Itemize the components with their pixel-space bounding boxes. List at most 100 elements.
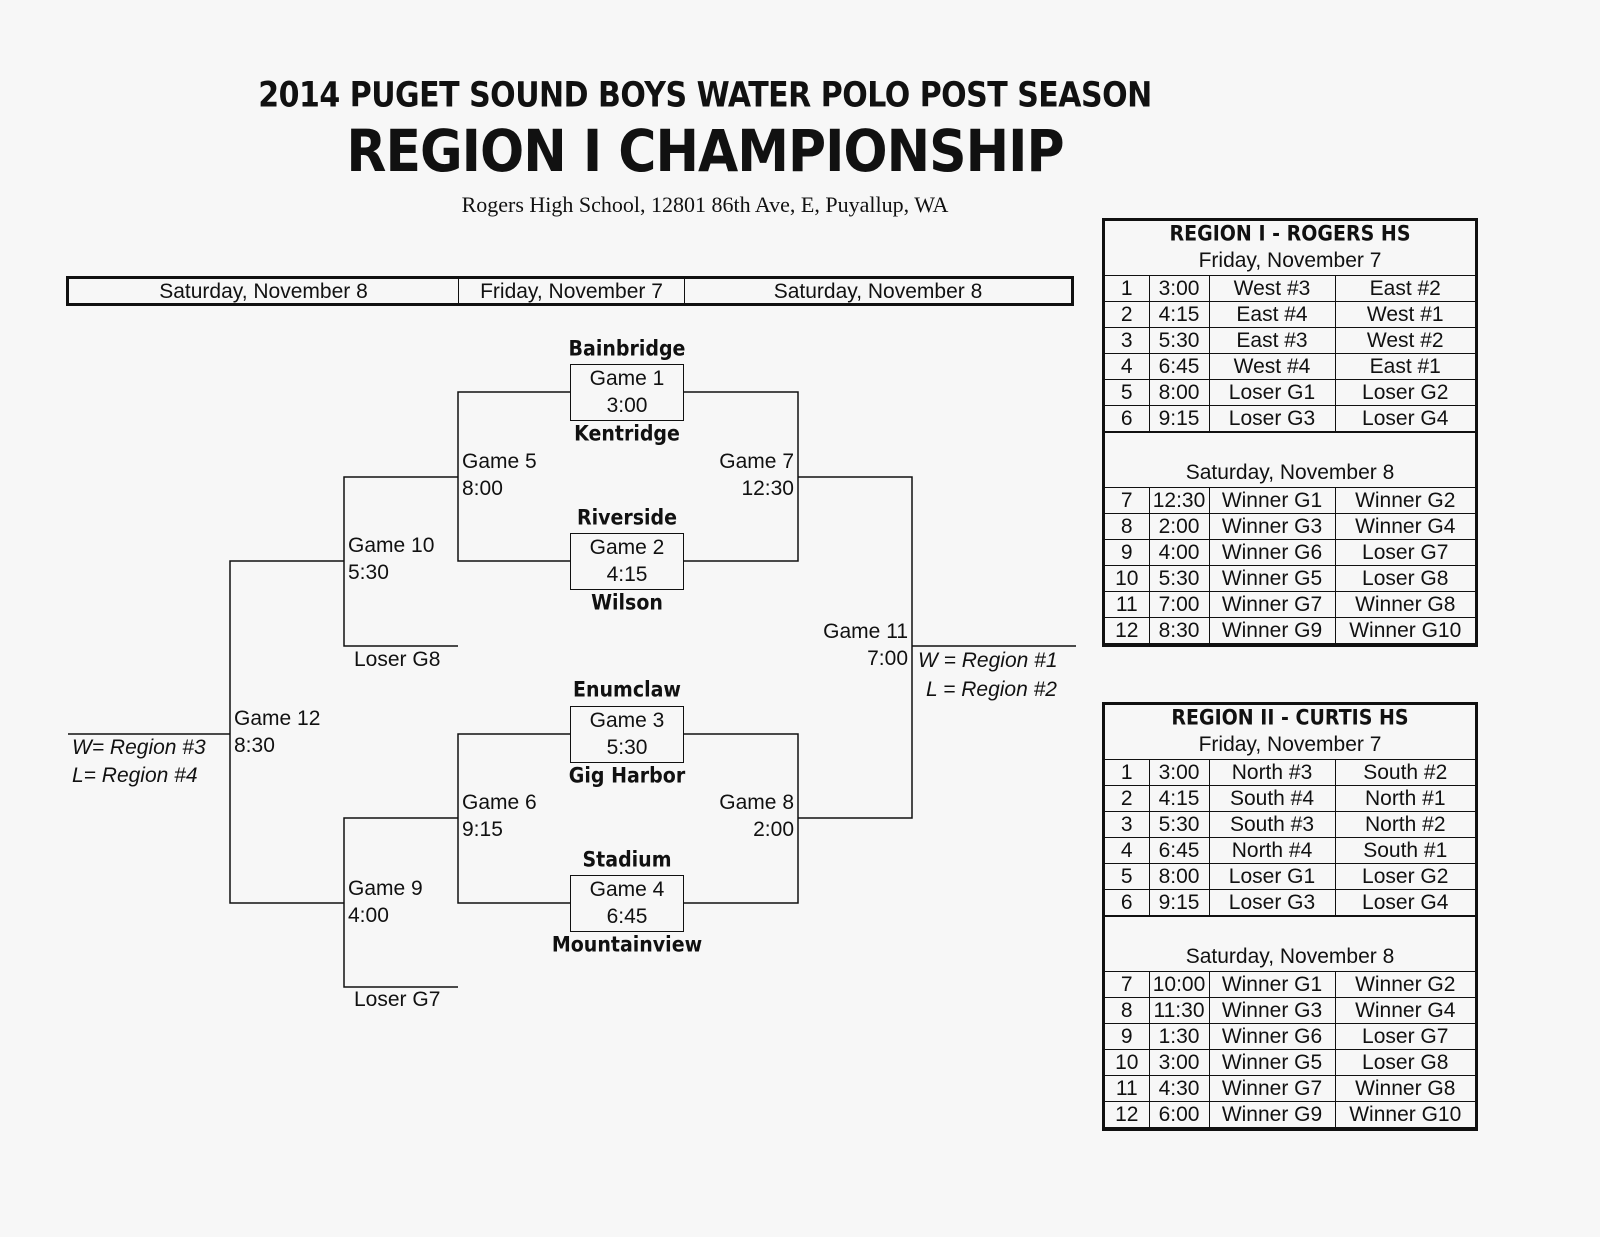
- game-time-cell: 6:00: [1148, 1101, 1210, 1128]
- home-team-cell: South #4: [1208, 785, 1336, 812]
- home-team-cell: Winner G3: [1208, 513, 1336, 540]
- region-2-schedule: REGION II - CURTIS HS Friday, November 7…: [1102, 702, 1478, 1131]
- home-team-cell: Loser G1: [1208, 863, 1336, 890]
- event-title: 2014 PUGET SOUND BOYS WATER POLO POST SE…: [258, 75, 1152, 116]
- game-12-info: Game 12 8:30: [234, 705, 320, 759]
- game-number-cell: 7: [1105, 971, 1150, 998]
- game-8-info: Game 8 2:00: [694, 789, 794, 843]
- away-team-cell: Loser G2: [1334, 863, 1475, 890]
- loser-g7-label: Loser G7: [354, 988, 441, 1011]
- home-team-cell: Winner G7: [1208, 1075, 1336, 1102]
- date-header-bar: Saturday, November 8 Friday, November 7 …: [66, 276, 1074, 306]
- away-team-cell: Loser G8: [1334, 565, 1475, 592]
- game-number-cell: 12: [1105, 1101, 1150, 1128]
- g11-winner-note: W = Region #1: [918, 649, 1058, 672]
- game-3-box: Game 3 5:30: [570, 706, 684, 763]
- game-6-time: 9:15: [462, 818, 503, 841]
- away-team-cell: East #2: [1334, 275, 1475, 302]
- game-number-cell: 2: [1105, 301, 1150, 328]
- home-team-cell: Winner G3: [1208, 997, 1336, 1024]
- game-6-info: Game 6 9:15: [462, 789, 537, 843]
- home-team-cell: North #3: [1208, 759, 1336, 786]
- home-team-cell: Winner G9: [1208, 1101, 1336, 1128]
- team-wilson: Wilson: [591, 590, 663, 616]
- away-team-cell: Winner G8: [1334, 1075, 1475, 1102]
- game-7-time: 12:30: [741, 477, 794, 500]
- game-time-cell: 8:30: [1148, 617, 1210, 644]
- home-team-cell: Winner G6: [1208, 539, 1336, 566]
- championship-title: REGION I CHAMPIONSHIP: [346, 118, 1064, 186]
- game-time-cell: 1:30: [1148, 1023, 1210, 1050]
- game-number-cell: 4: [1105, 353, 1150, 380]
- game-4-box: Game 4 6:45: [570, 875, 684, 932]
- home-team-cell: Winner G1: [1208, 487, 1336, 514]
- game-time-cell: 3:00: [1148, 275, 1210, 302]
- game-number-cell: 8: [1105, 997, 1150, 1024]
- game-1-label: Game 1: [589, 367, 665, 390]
- home-team-cell: West #3: [1208, 275, 1336, 302]
- home-team-cell: Winner G1: [1208, 971, 1336, 998]
- game-number-cell: 11: [1105, 591, 1150, 618]
- game-2-time: 4:15: [606, 563, 648, 586]
- game-10-info: Game 10 5:30: [348, 532, 434, 586]
- date-col-3: Saturday, November 8: [773, 280, 983, 303]
- game-5-info: Game 5 8:00: [462, 448, 537, 502]
- game-time-cell: 5:30: [1148, 565, 1210, 592]
- away-team-cell: North #1: [1334, 785, 1475, 812]
- game-number-cell: 6: [1105, 405, 1150, 432]
- away-team-cell: Winner G2: [1334, 971, 1475, 998]
- game-5-label: Game 5: [462, 450, 537, 473]
- game-time-cell: 6:45: [1148, 837, 1210, 864]
- game-1-box: Game 1 3:00: [570, 364, 684, 421]
- game-number-cell: 11: [1105, 1075, 1150, 1102]
- game-number-cell: 10: [1105, 565, 1150, 592]
- date-col-2: Friday, November 7: [459, 279, 685, 303]
- away-team-cell: North #2: [1334, 811, 1475, 838]
- away-team-cell: Loser G7: [1334, 1023, 1475, 1050]
- team-mountainview: Mountainview: [551, 932, 703, 958]
- game-time-cell: 9:15: [1148, 889, 1210, 916]
- game-time-cell: 6:45: [1148, 353, 1210, 380]
- away-team-cell: West #2: [1334, 327, 1475, 354]
- region-1-day1: Friday, November 7: [1198, 249, 1382, 272]
- game-2-label: Game 2: [589, 536, 665, 559]
- region-2-day2: Saturday, November 8: [1185, 945, 1395, 968]
- home-team-cell: Winner G5: [1208, 565, 1336, 592]
- away-team-cell: Winner G10: [1334, 617, 1475, 644]
- game-number-cell: 12: [1105, 617, 1150, 644]
- game-2-box: Game 2 4:15: [570, 533, 684, 590]
- game-time-cell: 8:00: [1148, 863, 1210, 890]
- home-team-cell: Loser G1: [1208, 379, 1336, 406]
- team-kentridge: Kentridge: [574, 421, 680, 447]
- game-time-cell: 3:00: [1148, 759, 1210, 786]
- game-12-label: Game 12: [234, 707, 321, 730]
- region-1-day2: Saturday, November 8: [1185, 461, 1395, 484]
- game-10-time: 5:30: [348, 561, 389, 584]
- game-time-cell: 5:30: [1148, 327, 1210, 354]
- team-enumclaw: Enumclaw: [573, 677, 681, 703]
- game-number-cell: 9: [1105, 1023, 1150, 1050]
- game-1-time: 3:00: [606, 394, 648, 417]
- game-9-label: Game 9: [348, 877, 423, 900]
- region-2-day1: Friday, November 7: [1198, 733, 1382, 756]
- g12-winner-note: W= Region #3: [72, 736, 206, 759]
- game-time-cell: 4:15: [1148, 785, 1210, 812]
- game-time-cell: 7:00: [1148, 591, 1210, 618]
- away-team-cell: East #1: [1334, 353, 1475, 380]
- home-team-cell: Loser G3: [1208, 889, 1336, 916]
